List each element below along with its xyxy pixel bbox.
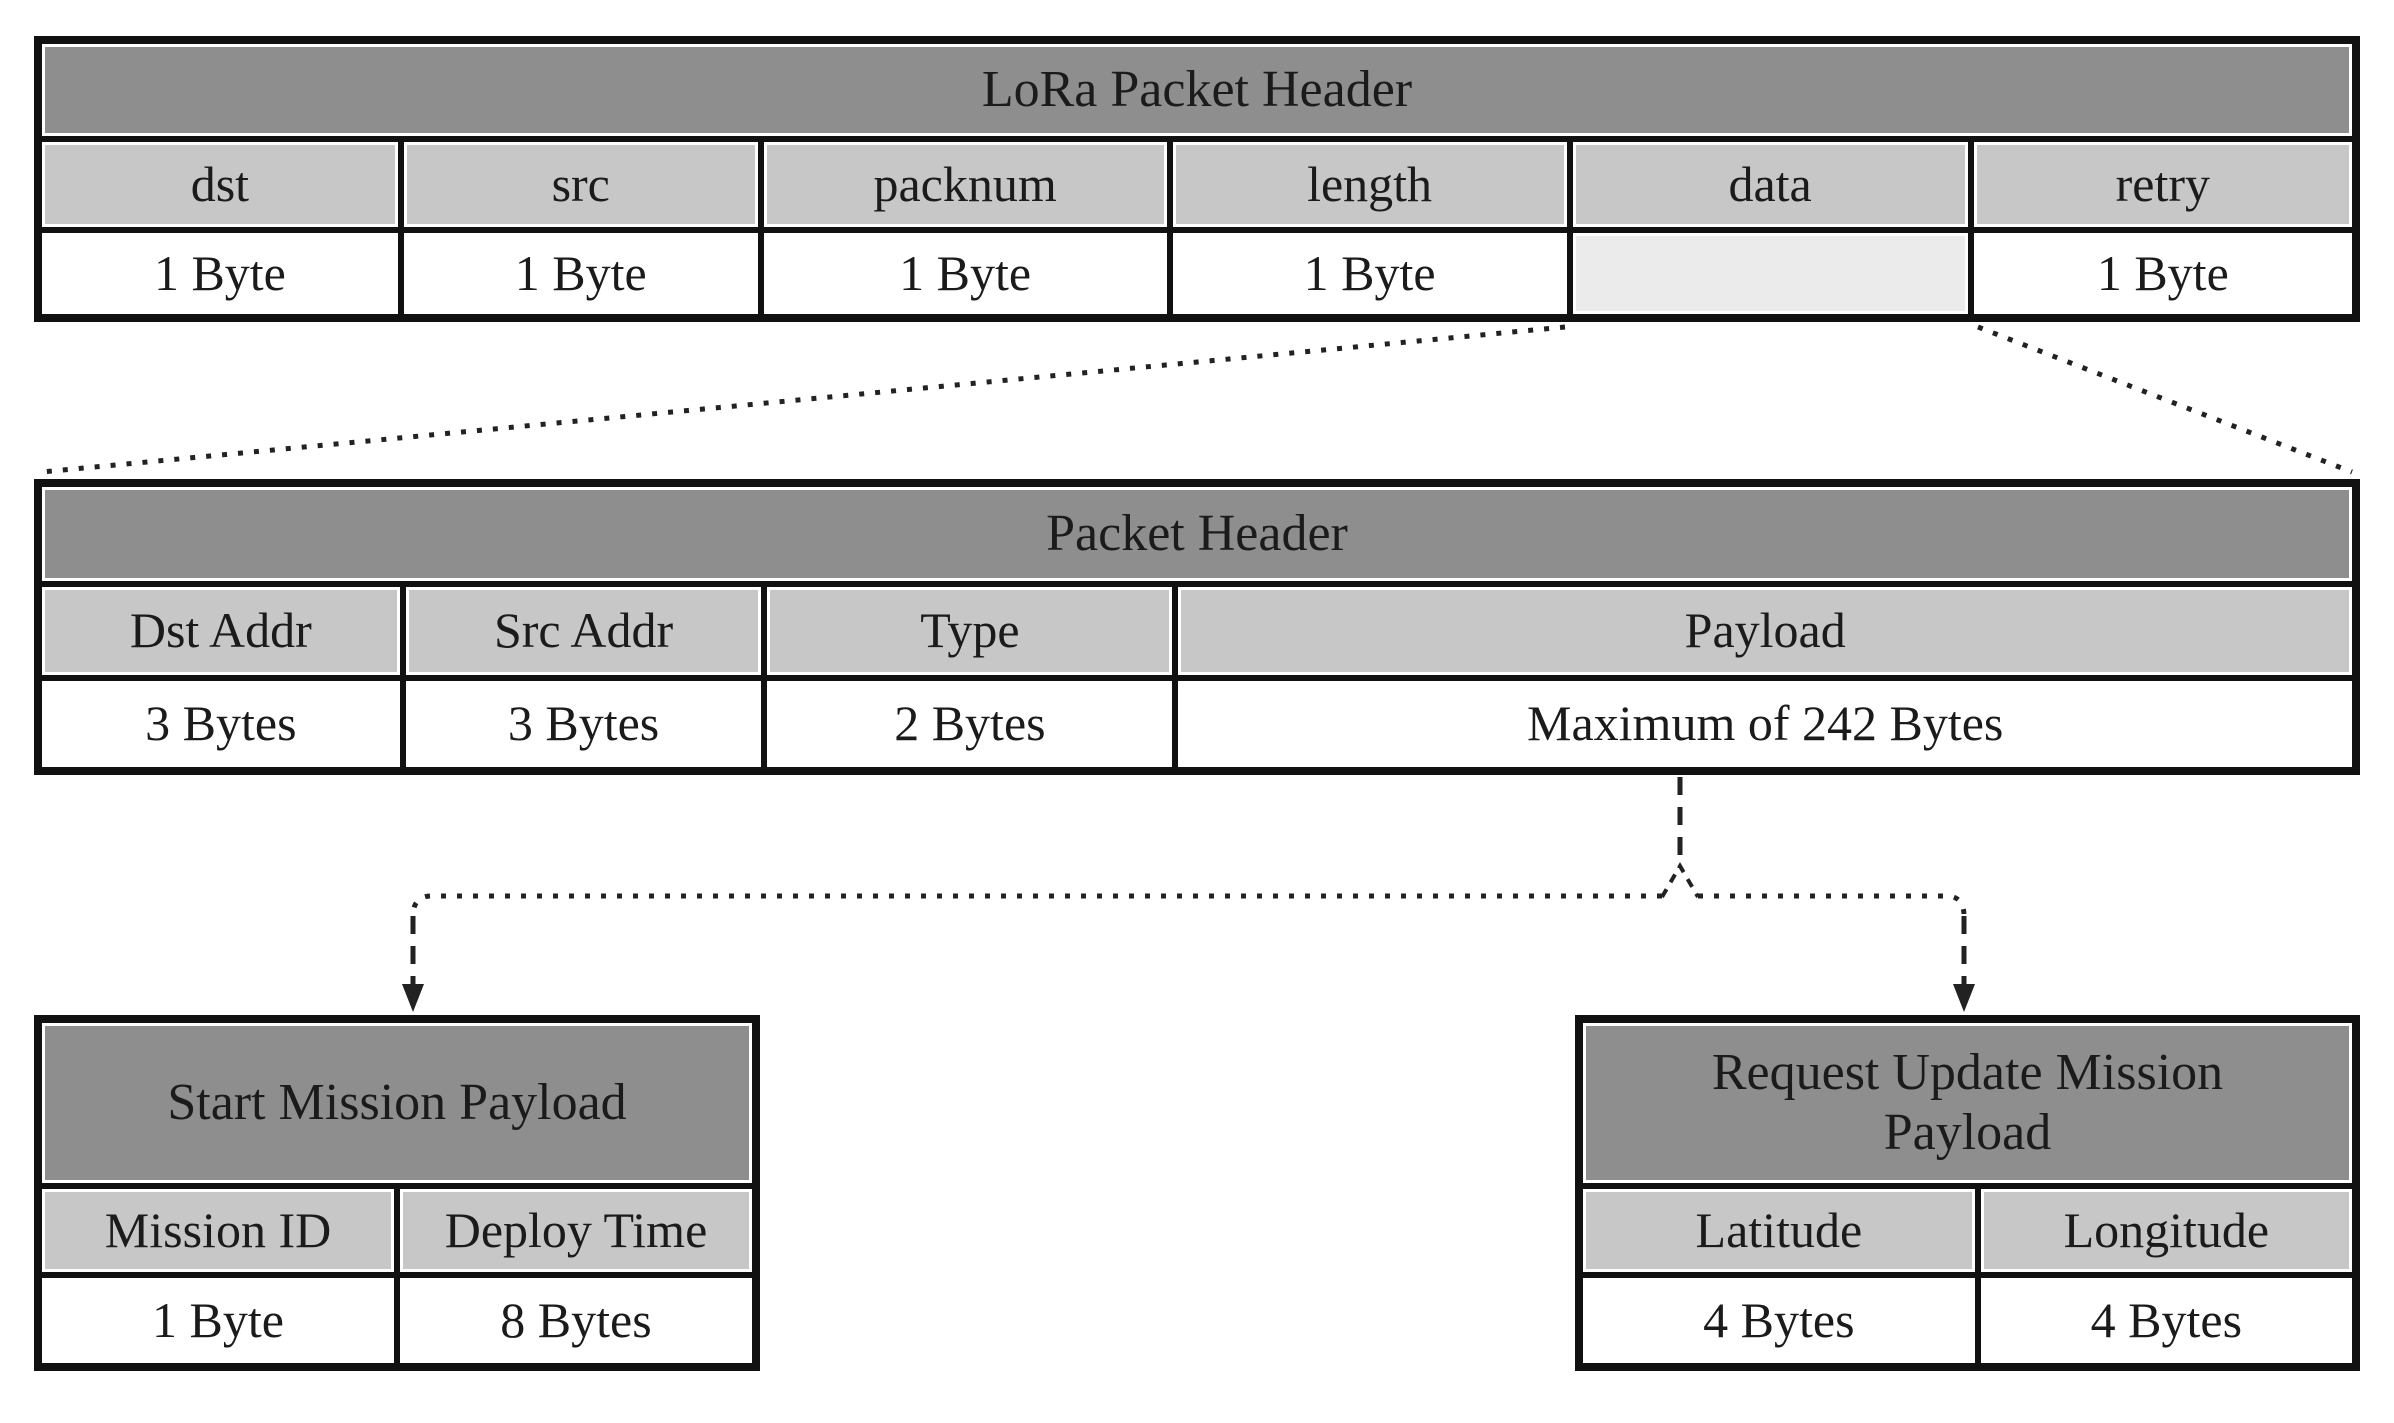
lora-packet-header-table: LoRa Packet Header dst src packnum lengt… (34, 36, 2360, 322)
connector-data-to-packet-right (1977, 324, 2353, 475)
lora-col-src: src (403, 142, 758, 227)
lora-col-length: length (1172, 142, 1567, 227)
start-size-deploy-time: 8 Bytes (400, 1278, 752, 1363)
connector-data-to-packet-left (41, 324, 1566, 475)
request-update-mission-payload-table: Request Update Mission Payload Latitude … (1575, 1015, 2360, 1371)
lora-packet-header-title: LoRa Packet Header (42, 44, 2352, 136)
start-size-mission-id: 1 Byte (42, 1278, 394, 1363)
start-col-deploy-time: Deploy Time (400, 1189, 752, 1272)
lora-size-packnum: 1 Byte (763, 233, 1167, 314)
request-size-longitude: 4 Bytes (1980, 1278, 2352, 1363)
lora-size-src: 1 Byte (403, 233, 758, 314)
connector-branch-horizontal-left (410, 893, 1662, 917)
lora-size-data (1572, 233, 1968, 314)
lora-size-length: 1 Byte (1172, 233, 1567, 314)
packet-size-src-addr: 3 Bytes (405, 681, 762, 767)
connector-branch-split (1660, 862, 1700, 899)
lora-col-retry: retry (1973, 142, 2352, 227)
arrowhead-right (1953, 984, 1975, 1012)
request-update-mission-payload-title-text: Request Update Mission Payload (1711, 1044, 2224, 1161)
lora-col-dst: dst (42, 142, 398, 227)
packet-header-title: Packet Header (42, 487, 2352, 581)
arrowhead-left (402, 984, 424, 1012)
request-size-latitude: 4 Bytes (1583, 1278, 1975, 1363)
packet-size-type: 2 Bytes (767, 681, 1173, 767)
lora-col-packnum: packnum (763, 142, 1167, 227)
lora-size-retry: 1 Byte (1973, 233, 2352, 314)
packet-col-type: Type (767, 587, 1173, 675)
start-col-mission-id: Mission ID (42, 1189, 394, 1272)
start-mission-payload-table: Start Mission Payload Mission ID Deploy … (34, 1015, 760, 1371)
packet-size-dst-addr: 3 Bytes (42, 681, 400, 767)
request-update-mission-payload-title: Request Update Mission Payload (1583, 1023, 2352, 1183)
connector-branch-horizontal-right (1698, 893, 1967, 917)
packet-col-payload: Payload (1178, 587, 2352, 675)
packet-header-table: Packet Header Dst Addr Src Addr Type Pay… (34, 479, 2360, 775)
packet-col-dst-addr: Dst Addr (42, 587, 400, 675)
start-mission-payload-title: Start Mission Payload (42, 1023, 752, 1183)
lora-size-dst: 1 Byte (42, 233, 398, 314)
packet-col-src-addr: Src Addr (405, 587, 762, 675)
packet-size-payload: Maximum of 242 Bytes (1178, 681, 2352, 767)
request-col-latitude: Latitude (1583, 1189, 1975, 1272)
request-col-longitude: Longitude (1980, 1189, 2352, 1272)
lora-col-data: data (1572, 142, 1968, 227)
